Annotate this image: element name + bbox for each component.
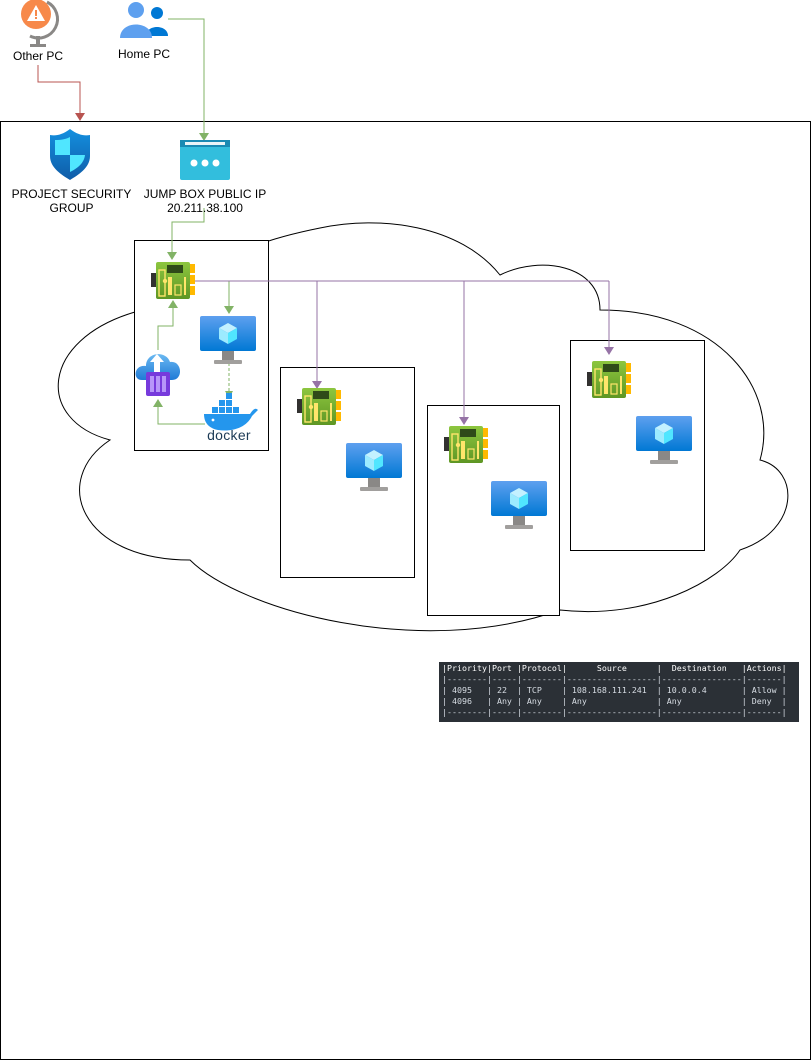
arrow-head — [312, 381, 322, 389]
provisioner-to-nic-connector — [157, 307, 174, 350]
security-group-label-line-2: GROUP — [49, 201, 94, 215]
arrow-head — [604, 347, 614, 355]
table-row: | 4095 | 22 | TCP | 108.168.111.241 | 10… — [442, 685, 787, 695]
network-interface-icon — [297, 387, 341, 426]
home-pc-connector — [168, 18, 205, 134]
arrow-head — [75, 113, 85, 121]
public-ip-icon — [180, 140, 230, 180]
network-interface-icon — [587, 360, 631, 399]
network-interface-icon — [151, 261, 195, 300]
security-group-label-line-1: PROJECT SECURITY — [11, 187, 132, 201]
warning-globe-icon — [21, 0, 60, 47]
arrow-head — [167, 252, 177, 260]
jumpbox-ip-address: 20.211.38.100 — [167, 201, 243, 215]
cloud-upload-icon — [135, 354, 181, 396]
nsg-rules-table: |Priority|Port |Protocol| Source | Desti… — [439, 662, 799, 722]
public-ip-to-nic-connector — [171, 208, 205, 253]
table-header-row: |Priority|Port |Protocol| Source | Desti… — [442, 663, 787, 673]
security-group-label: PROJECT SECURITY GROUP — [0, 187, 143, 215]
docker-to-provisioner-connector — [157, 406, 205, 425]
home-pc-label: Home PC — [117, 47, 170, 61]
jumpbox-public-ip-label: JUMP BOX PUBLIC IP 20.211.38.100 — [136, 187, 274, 215]
users-icon — [120, 2, 168, 38]
docker-label: docker — [207, 427, 251, 443]
other-pc-connector — [37, 65, 81, 115]
arrow-head — [153, 399, 163, 407]
jumpbox-label-line-1: JUMP BOX PUBLIC IP — [143, 187, 267, 201]
arrow-head — [168, 300, 178, 308]
other-pc-label: Other PC — [12, 49, 63, 63]
resource-group-frame — [0, 121, 811, 1060]
arrow-head — [459, 417, 469, 425]
arrow-head — [224, 306, 234, 314]
shield-icon — [50, 129, 90, 180]
network-interface-icon — [444, 425, 488, 464]
table-row: | 4096 | Any | Any | Any | Any | Deny | — [442, 696, 787, 706]
table-separator: |--------|-----|--------|---------------… — [442, 707, 787, 717]
docker-whale-icon — [204, 393, 258, 431]
arrow-head — [199, 133, 209, 141]
virtual-network-cloud — [57, 222, 789, 632]
table-separator: |--------|-----|--------|---------------… — [442, 674, 787, 684]
